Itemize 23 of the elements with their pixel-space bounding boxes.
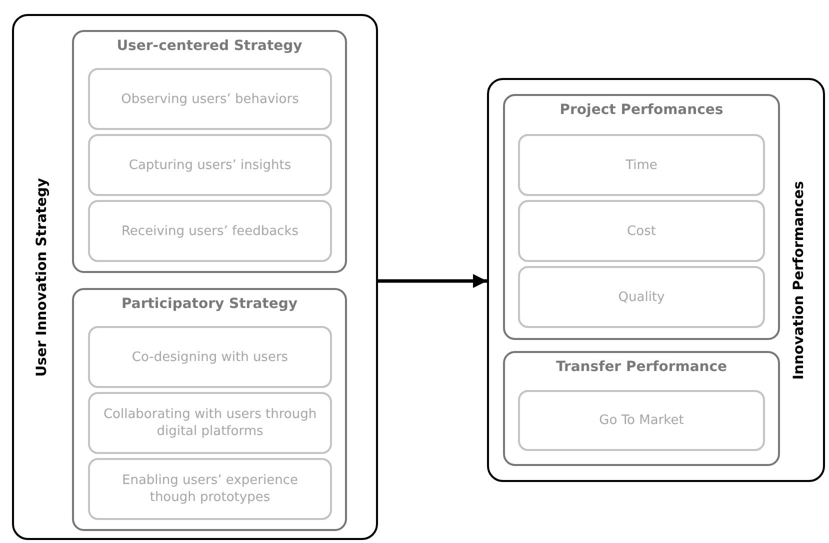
group-panel: [72, 288, 347, 531]
group-title: Project Perfomances: [560, 102, 724, 118]
section-title: User Innovation Strategy: [34, 178, 50, 376]
item-box: Go To Market: [518, 390, 765, 451]
group-title: Transfer Performance: [556, 359, 728, 375]
group-panel: [503, 94, 780, 340]
item-box: Quality: [518, 266, 765, 328]
item-box: Time: [518, 134, 765, 196]
item-box: Enabling users’ experience though prototypes: [88, 458, 332, 520]
group-title: Participatory Strategy: [122, 296, 298, 312]
group-panel: [72, 30, 347, 273]
section-title: Innovation Performances: [791, 180, 807, 380]
group-panel: [503, 351, 780, 466]
item-box: Cost: [518, 200, 765, 262]
arrow: [378, 274, 487, 288]
section-frame: [12, 14, 378, 540]
item-box: Receiving users’ feedbacks: [88, 200, 332, 262]
item-box: Observing users’ behaviors: [88, 68, 332, 130]
item-box: Collaborating with users through digital platforms: [88, 392, 332, 454]
item-box: Capturing users’ insights: [88, 134, 332, 196]
item-box: Co-designing with users: [88, 326, 332, 388]
group-title: User-centered Strategy: [116, 38, 302, 54]
section-frame: [487, 78, 825, 482]
